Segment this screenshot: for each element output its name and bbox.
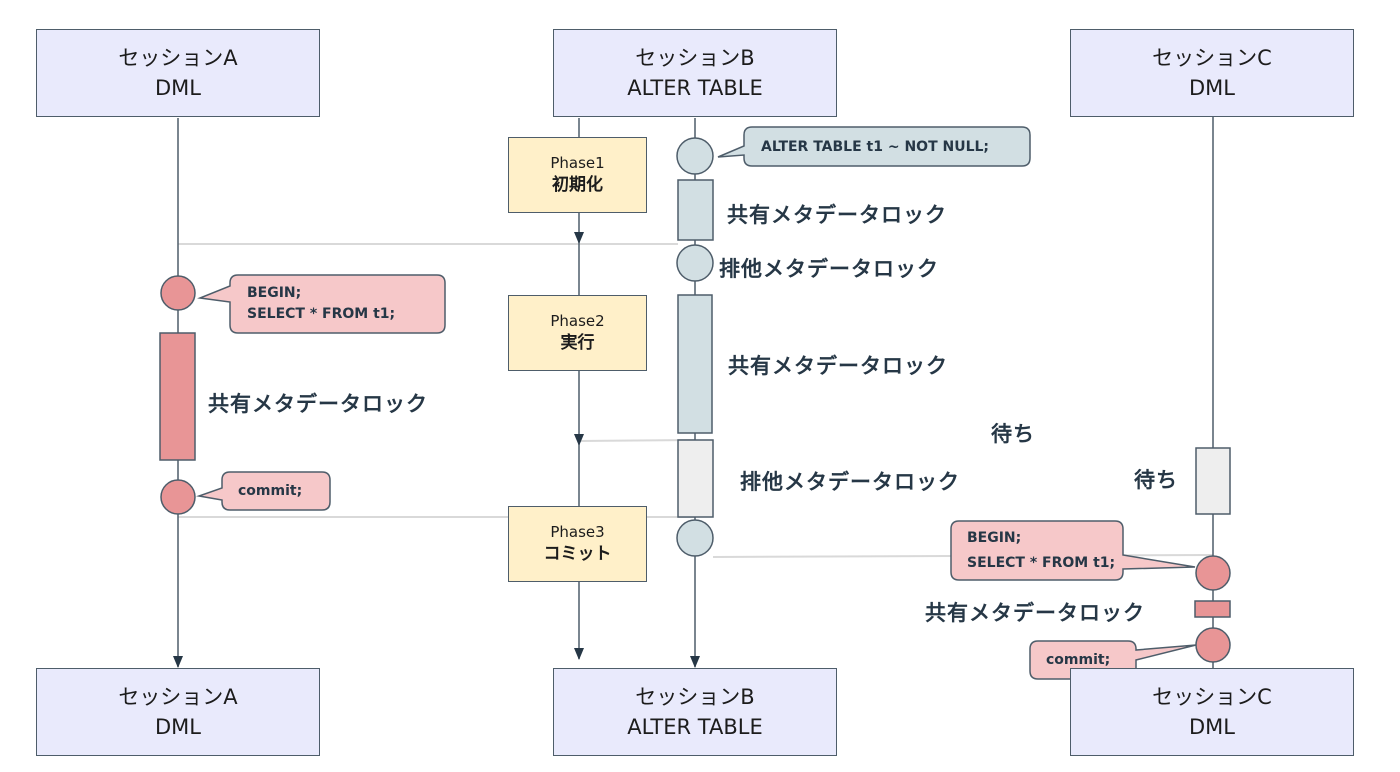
session-c-type: DML <box>1189 76 1235 100</box>
event-circle-a-begin <box>160 275 196 311</box>
lock-label-b-shared-2: 共有メタデータロック <box>728 354 948 378</box>
event-circle-c-commit <box>1195 627 1231 663</box>
session-c-name: セッションC <box>1152 46 1272 70</box>
event-circle-b-alter <box>676 137 714 175</box>
wait-bar-b-exclusive <box>677 439 714 518</box>
phase3-title: Phase3 <box>550 523 605 541</box>
event-circle-b-exclusive <box>676 244 714 282</box>
callout-c-begin-line1: BEGIN; <box>967 530 1022 546</box>
lock-label-b-exclusive-2: 排他メタデータロック <box>740 470 960 494</box>
callout-b-alter: ALTER TABLE t1 ~ NOT NULL; <box>761 139 990 155</box>
session-b-header: セッションB ALTER TABLE <box>553 29 837 117</box>
lock-label-b-shared-1: 共有メタデータロック <box>727 203 947 227</box>
phase3-name: コミット <box>543 544 612 564</box>
phase3-box: Phase3 コミット <box>508 506 647 582</box>
session-c-name: セッションC <box>1152 685 1272 709</box>
session-b-name: セッションB <box>635 685 755 709</box>
phase2-name: 実行 <box>560 333 595 353</box>
session-c-footer: セッションC DML <box>1070 668 1354 756</box>
callout-a-commit: commit; <box>238 483 303 499</box>
session-a-name: セッションA <box>118 46 238 70</box>
phase1-name: 初期化 <box>552 175 603 195</box>
session-a-footer: セッションA DML <box>36 668 320 756</box>
lock-bar-b-shared-1 <box>677 179 714 241</box>
callout-shape-a-begin <box>197 274 446 334</box>
session-b-footer: セッションB ALTER TABLE <box>553 668 837 756</box>
phase1-box: Phase1 初期化 <box>508 137 647 213</box>
callout-shape-c-begin <box>950 520 1196 581</box>
event-circle-a-commit <box>160 479 196 515</box>
phase2-title: Phase2 <box>550 312 605 330</box>
lock-label-b-exclusive-1: 排他メタデータロック <box>719 257 939 281</box>
callout-shape-a-commit <box>196 471 331 511</box>
session-c-header: セッションC DML <box>1070 29 1354 117</box>
callout-a-begin-line2: SELECT * FROM t1; <box>247 306 396 322</box>
callout-c-begin-line2: SELECT * FROM t1; <box>967 555 1116 571</box>
session-b-type: ALTER TABLE <box>627 76 763 100</box>
lock-bar-b-shared-2 <box>677 294 713 434</box>
wait-label-c: 待ち <box>1134 468 1178 492</box>
session-b-type: ALTER TABLE <box>627 715 763 739</box>
callout-a-begin-line1: BEGIN; <box>247 285 302 301</box>
phase1-title: Phase1 <box>550 154 605 172</box>
session-a-header: セッションA DML <box>36 29 320 117</box>
session-c-type: DML <box>1189 715 1235 739</box>
lock-bar-a-shared <box>159 332 196 461</box>
lock-label-a-shared: 共有メタデータロック <box>208 392 428 416</box>
session-a-type: DML <box>155 76 201 100</box>
event-circle-b-commit <box>676 519 714 557</box>
phase2-box: Phase2 実行 <box>508 295 647 371</box>
session-a-name: セッションA <box>118 685 238 709</box>
wait-bar-c <box>1195 447 1231 515</box>
connector-line-phase2-to-b <box>578 439 696 442</box>
callout-shape-b-alter <box>717 126 1031 167</box>
wait-label-b: 待ち <box>991 422 1035 446</box>
session-a-type: DML <box>155 715 201 739</box>
event-circle-c-begin <box>1195 555 1231 591</box>
callout-c-commit: commit; <box>1046 652 1111 668</box>
lock-label-c-shared: 共有メタデータロック <box>925 601 1145 625</box>
lock-bar-c-shared <box>1194 600 1231 618</box>
session-b-name: セッションB <box>635 46 755 70</box>
